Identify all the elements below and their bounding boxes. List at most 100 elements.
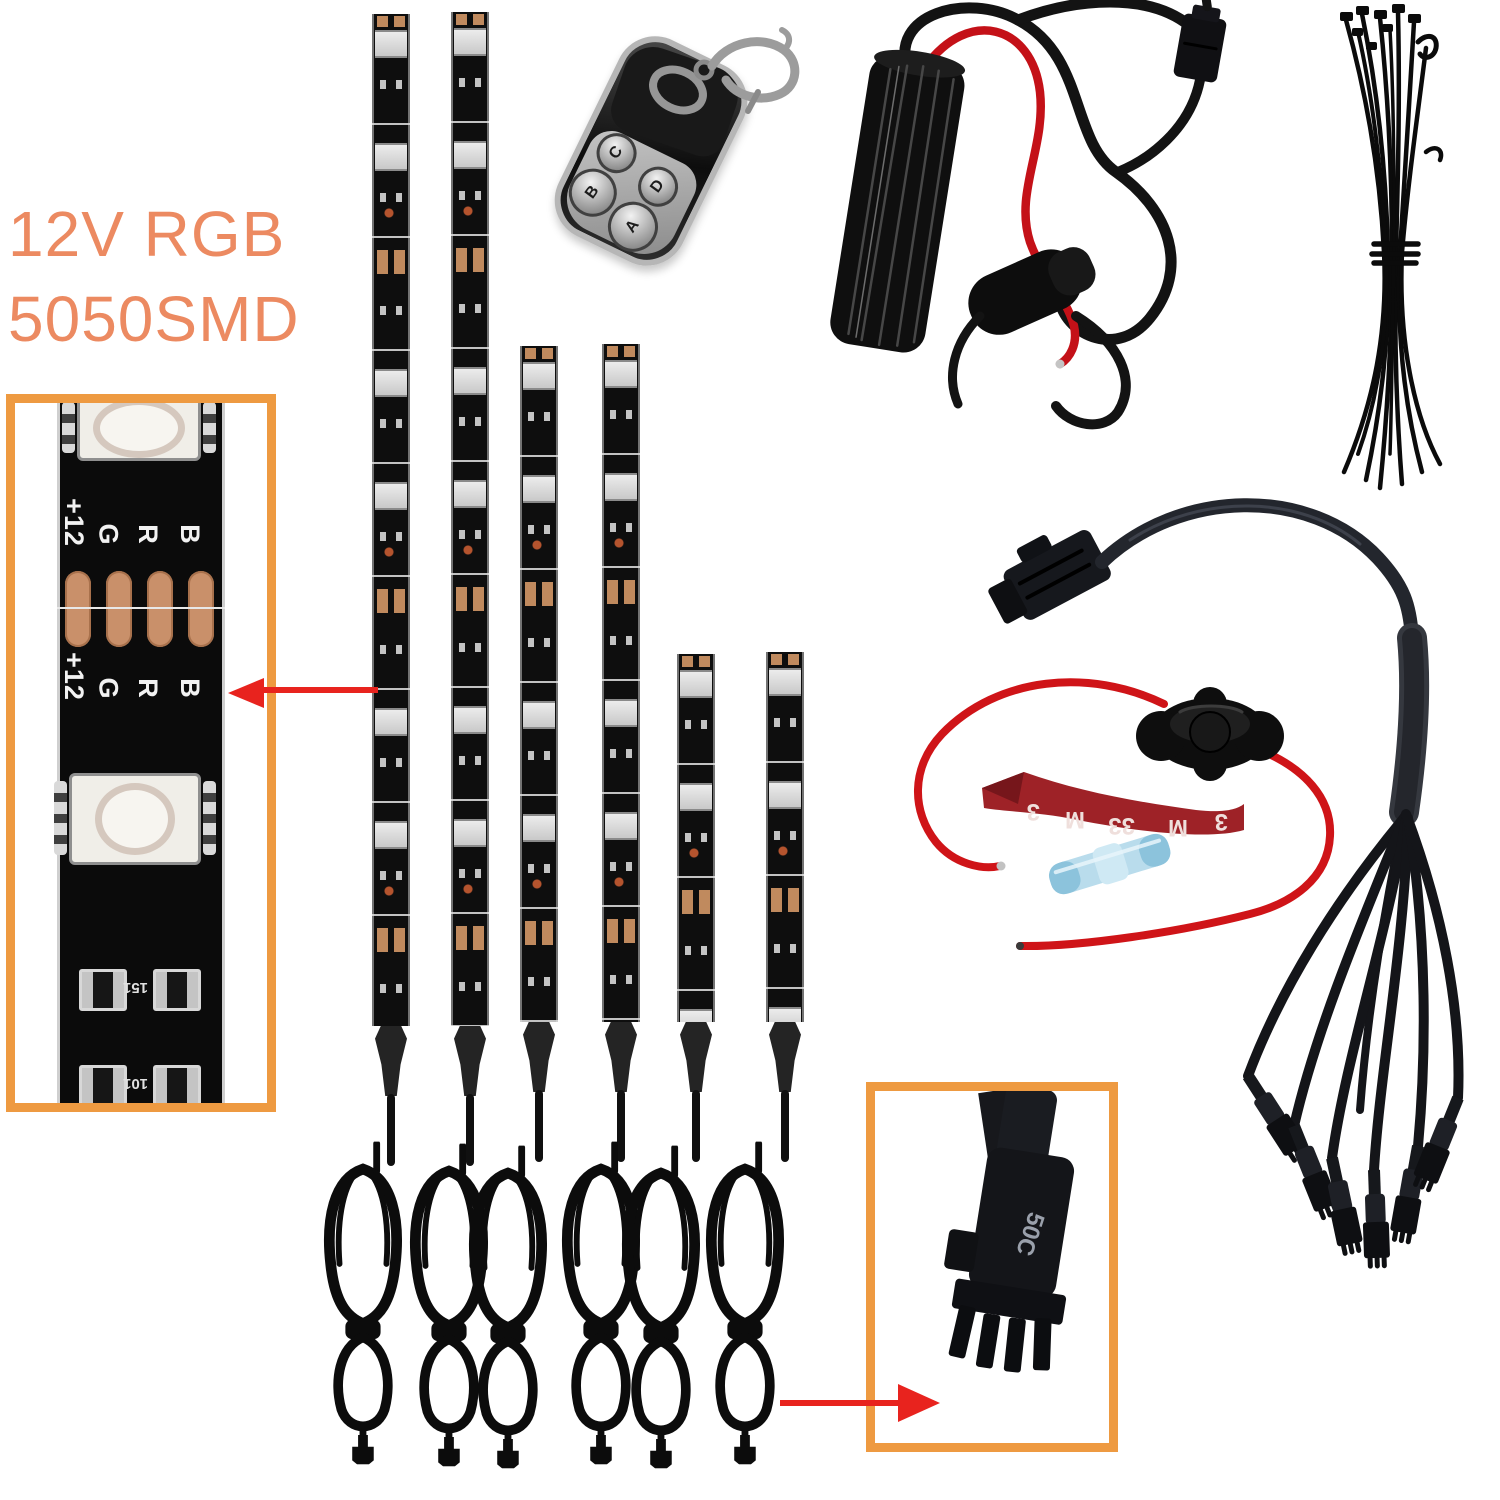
led-strip-segment [372, 466, 410, 579]
led-strip-segment [451, 464, 489, 577]
cable-coil [318, 1138, 406, 1468]
led-strip-segment [372, 805, 410, 918]
cable-coil [700, 1138, 788, 1468]
led-strip-segment [677, 654, 715, 767]
led-strip-segment [766, 991, 804, 1022]
led-strip-segment [677, 993, 715, 1022]
dimmer-assembly: 3 M 33 M 3 [914, 678, 1335, 951]
callout-arrow-right-line [780, 1400, 900, 1406]
pin-label-g: G [93, 523, 124, 546]
harness-red-wire [921, 26, 1080, 369]
led-strip-segment [451, 125, 489, 238]
solder-pad [188, 571, 214, 647]
led-dome [95, 783, 175, 855]
strip-copper-end [520, 346, 558, 360]
remote-button-a-label: A [622, 216, 643, 237]
pin-label-12v: +12 [58, 652, 89, 701]
strip-end-cap [454, 1026, 486, 1096]
smd-resistor [153, 1065, 201, 1103]
adhesive-strip-text: M [1065, 806, 1085, 833]
led-strip-segment [372, 127, 410, 240]
splitter-cable [988, 498, 1500, 1310]
callout-arrow-left-line [262, 687, 378, 693]
splitter-branches [1243, 809, 1464, 1175]
led-strip-segment [520, 572, 558, 685]
led-strip-segment [372, 240, 410, 353]
adhesive-strip-text: 33 [1108, 812, 1135, 839]
strip-end-cap [605, 1022, 637, 1092]
led-strip-segment [520, 459, 558, 572]
led-strip-segment [520, 346, 558, 459]
resistor-label: 101 [123, 1075, 149, 1092]
butt-connector [1048, 833, 1171, 895]
pin-label-b: B [174, 678, 205, 699]
led-strip-segment [372, 692, 410, 805]
remote-button-b-label: B [582, 182, 603, 203]
smd-resistor [79, 969, 127, 1011]
strip-lead-wire [692, 1090, 700, 1162]
adhesive-strip-text: 3 [1027, 798, 1040, 825]
led-strip-segment [602, 909, 640, 1022]
pin-label-12v: +12 [58, 498, 89, 547]
solder-pad [65, 571, 91, 647]
callout-arrow-right-head [898, 1384, 940, 1422]
led-strip-segment [766, 878, 804, 991]
controller-box [830, 49, 966, 353]
smd5050-led-chip [62, 403, 216, 461]
led-strip-segment [372, 353, 410, 466]
pin-label-r: R [132, 524, 163, 545]
strip-end-cap [769, 1022, 801, 1092]
strip-copper-end [766, 652, 804, 666]
harness-connector [1173, 0, 1227, 83]
strip-cut-line [57, 607, 225, 609]
led-strip [451, 12, 489, 1166]
led-strip-segment [520, 685, 558, 798]
led-strip-segment [451, 12, 489, 125]
strip-copper-end [602, 344, 640, 358]
pin-label-b: B [174, 524, 205, 545]
led-strip [520, 346, 558, 1162]
fuse-holder [968, 247, 1096, 335]
strip-copper-end [677, 654, 715, 668]
adhesive-strip-text: M [1168, 814, 1188, 841]
pin-label-r: R [132, 678, 163, 699]
zip-ties-bundle [1340, 4, 1444, 491]
strip-lead-wire [617, 1090, 625, 1162]
led-strip [602, 344, 640, 1162]
led-strip [677, 654, 715, 1162]
strip-lead-wire [466, 1094, 474, 1166]
red-power-wire [1016, 746, 1335, 951]
solder-pad [147, 571, 173, 647]
led-strip-segment [451, 238, 489, 351]
led-strip-segment [451, 351, 489, 464]
strip-end-cap [680, 1022, 712, 1092]
led-strip-segment [451, 916, 489, 1026]
led-strip-segment [602, 796, 640, 909]
smd-resistor [79, 1065, 127, 1103]
remote-button-c-label: C [605, 143, 627, 163]
led-strip-segment [372, 918, 410, 1026]
led-dome [93, 403, 185, 458]
led-strip-segment [677, 880, 715, 993]
led-strip-closeup-inset: +12 G R B +12 G R B 151 101 [6, 394, 276, 1112]
splitter-input-connector [988, 530, 1111, 624]
callout-arrow-left-head [228, 678, 264, 708]
smd5050-led-chip [54, 773, 216, 865]
led-strip [372, 14, 410, 1166]
strip-lead-wire [781, 1090, 789, 1162]
dimmer-knob [1136, 687, 1284, 781]
strip-end-cap [523, 1022, 555, 1092]
wiring-harness [830, 0, 1227, 430]
title-line-2: 5050SMD [8, 283, 300, 355]
strip-copper-end [372, 14, 410, 28]
zip-tie-wrap [1369, 241, 1421, 266]
red-power-wire [914, 678, 1168, 872]
led-strip-segment [602, 344, 640, 457]
strip-lead-wire [387, 1094, 395, 1166]
led-strip-segment [602, 570, 640, 683]
led-strip-segment [372, 14, 410, 127]
led-strip-segment [520, 911, 558, 1022]
led-strip-segment [451, 803, 489, 916]
cable-coil [616, 1142, 704, 1472]
